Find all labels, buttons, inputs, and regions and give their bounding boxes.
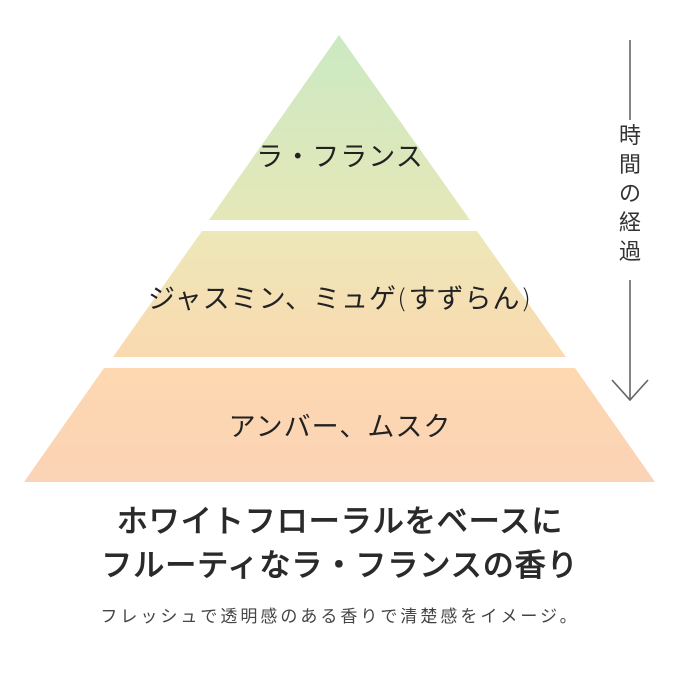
- arrow-down-icon: [611, 379, 649, 402]
- description-text: フレッシュで透明感のある香りで清楚感をイメージ。: [100, 607, 580, 627]
- headline-line-1: ホワイトフローラルをベースに: [116, 504, 564, 540]
- tier-base-shape: [24, 368, 655, 482]
- time-char: の: [618, 182, 641, 207]
- headline-line-2: フルーティなラ・フランスの香り: [101, 548, 579, 584]
- tier-middle-shape: [113, 231, 566, 357]
- time-arrow: [611, 40, 649, 402]
- headline: ホワイトフローラルをベースに フルーティなラ・フランスの香り: [0, 500, 680, 588]
- time-char: 間: [618, 153, 641, 178]
- tier-middle-label: ジャスミン、ミュゲ(すずらん): [147, 284, 533, 315]
- tier-base-label: アンバー、ムスク: [228, 412, 452, 443]
- tier-top-shape: [209, 35, 470, 220]
- time-char: 時: [618, 124, 641, 149]
- time-char: 過: [618, 240, 641, 265]
- time-elapsed-label: 時 間 の 経 過: [614, 122, 646, 267]
- fragrance-pyramid: [24, 35, 655, 482]
- tier-top-label: ラ・フランス: [256, 142, 424, 173]
- time-char: 経: [618, 211, 641, 236]
